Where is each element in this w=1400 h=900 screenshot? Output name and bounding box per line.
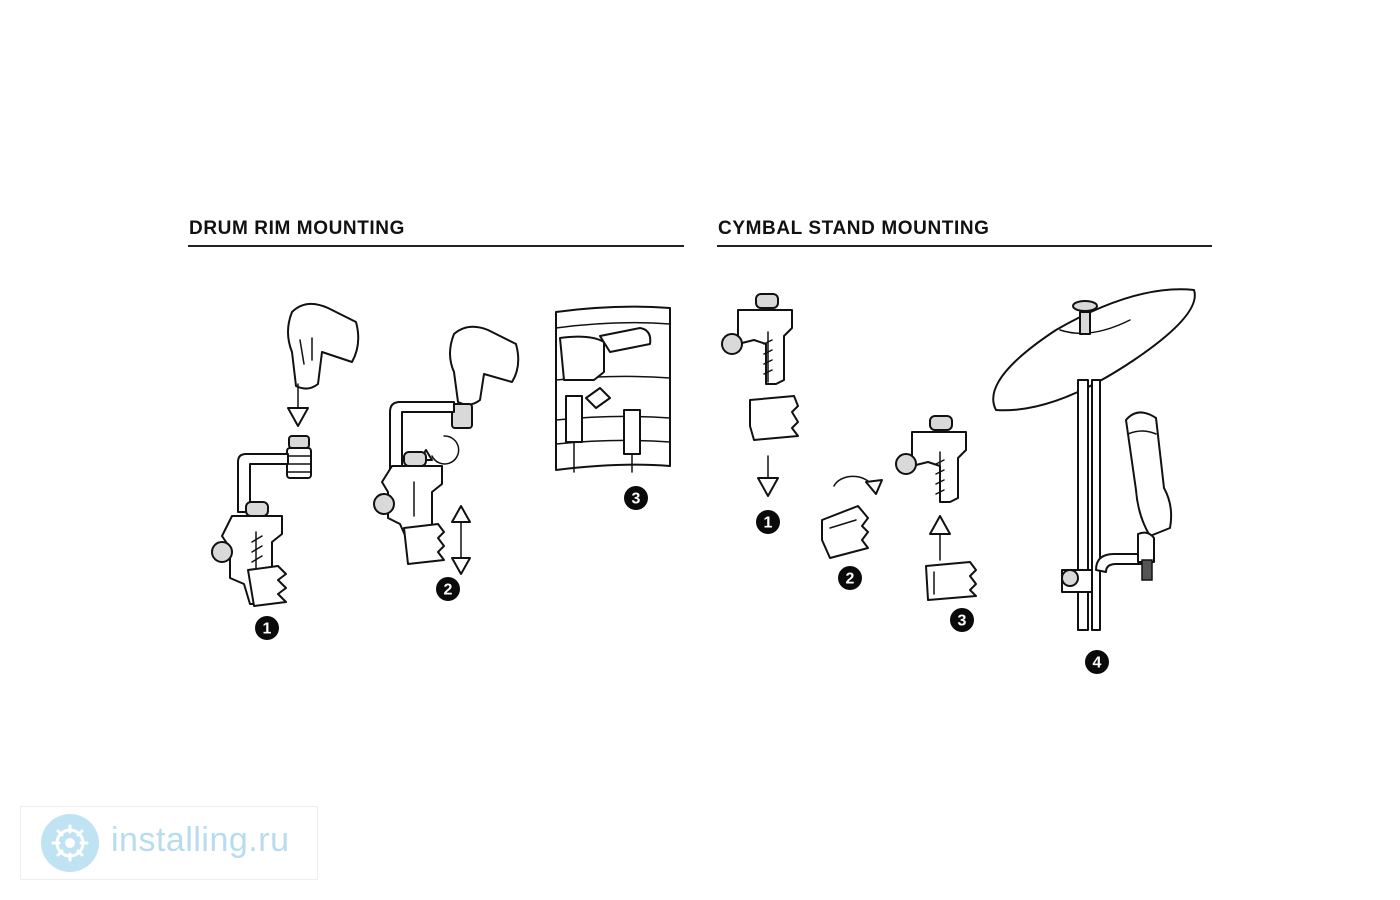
drum-step2-badge: 2 (436, 577, 460, 601)
watermark-text: installing.ru (111, 821, 290, 859)
drum-step3-snare-drum-illustration (555, 305, 671, 473)
cymbal-step1-number: 1 (764, 515, 773, 532)
drum-step3-badge: 3 (624, 486, 648, 510)
cymbal-step1-badge: 1 (756, 510, 780, 534)
cymbal-step4-microphone-illustration (1061, 411, 1173, 593)
drum-step2-number: 2 (444, 582, 453, 599)
cymbal-step1-clamp-illustration (721, 293, 799, 441)
drum-step1-mic-holder-illustration (287, 302, 360, 390)
drum-step2-up-down-arrow-icon (451, 505, 471, 575)
cymbal-step2-jaw-illustration (821, 505, 869, 559)
cymbal-step3-clamp-illustration (895, 415, 967, 503)
watermark: installing.ru (20, 806, 318, 880)
drum-step1-number: 1 (263, 621, 272, 638)
drum-step1-down-arrow-icon (287, 383, 309, 427)
cymbal-step3-badge: 3 (950, 608, 974, 632)
cymbal-stand-mounting-title: CYMBAL STAND MOUNTING (718, 218, 990, 239)
drum-step1-clamp-illustration (211, 435, 312, 607)
cymbal-step3-up-arrow-icon (929, 515, 951, 561)
cymbal-step2-rotate-arrow-icon (833, 475, 883, 495)
cymbal-stand-title-rule (717, 245, 1212, 247)
drum-step1-badge: 1 (255, 616, 279, 640)
cymbal-step4-badge: 4 (1085, 650, 1109, 674)
drum-step2-mic-holder-illustration (449, 325, 520, 429)
drum-step3-number: 3 (632, 491, 641, 508)
drum-step2-arm-and-clamp-illustration (373, 401, 460, 565)
cymbal-step3-jaw-illustration (925, 561, 977, 601)
drum-rim-mounting-title: DRUM RIM MOUNTING (189, 218, 406, 239)
cymbal-step1-down-arrow-icon (757, 455, 779, 497)
cymbal-step2-number: 2 (846, 571, 855, 588)
cymbal-step4-number: 4 (1093, 655, 1102, 672)
globe-gear-logo-icon (41, 814, 99, 872)
cymbal-step3-number: 3 (958, 613, 967, 630)
drum-rim-title-rule (188, 245, 684, 247)
cymbal-step4-cymbal-stand-illustration (992, 288, 1196, 631)
cymbal-step2-badge: 2 (838, 566, 862, 590)
